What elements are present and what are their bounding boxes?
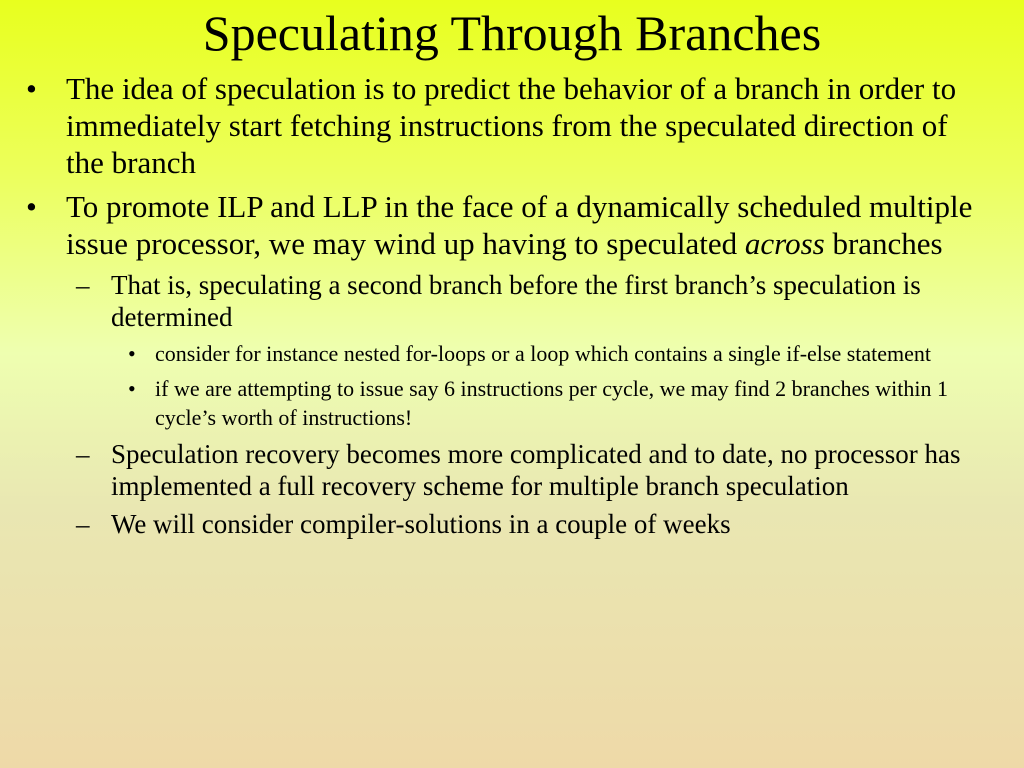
sub-bullet-point: – Speculation recovery becomes more comp… — [76, 438, 991, 502]
slide-title: Speculating Through Branches — [202, 5, 822, 61]
bullet-dot-icon: • — [128, 376, 136, 401]
bullet-text-before: To promote ILP and LLP in the face of a … — [66, 189, 973, 261]
sub-bullet-point: – That is, speculating a second branch b… — [76, 269, 991, 333]
slide-body: • The idea of speculation is to predict … — [0, 70, 1024, 546]
dash-bullet-icon: – — [76, 270, 90, 300]
bullet-dot-icon: • — [26, 71, 37, 106]
bullet-point: • To promote ILP and LLP in the face of … — [26, 188, 991, 262]
sub-bullet-text: Speculation recovery becomes more compli… — [111, 439, 961, 501]
bullet-dot-icon: • — [26, 189, 37, 224]
sub-sub-bullet-point: • if we are attempting to issue say 6 in… — [128, 374, 995, 432]
bullet-point: • The idea of speculation is to predict … — [26, 70, 991, 181]
dash-bullet-icon: – — [76, 509, 90, 539]
sub-sub-bullet-point: • consider for instance nested for-loops… — [128, 339, 995, 368]
dash-bullet-icon: – — [76, 439, 90, 469]
sub-bullet-text: We will consider compiler-solutions in a… — [111, 509, 731, 539]
sub-bullet-point: – We will consider compiler-solutions in… — [76, 508, 991, 540]
bullet-text-after: branches — [824, 226, 943, 261]
sub-bullet-text: That is, speculating a second branch bef… — [111, 270, 921, 332]
sub-sub-bullet-text: consider for instance nested for-loops o… — [155, 341, 932, 366]
bullet-text-emphasis: across — [744, 226, 825, 261]
bullet-dot-icon: • — [128, 341, 136, 366]
bullet-text: The idea of speculation is to predict th… — [66, 71, 957, 180]
sub-sub-bullet-text: if we are attempting to issue say 6 inst… — [155, 376, 949, 430]
